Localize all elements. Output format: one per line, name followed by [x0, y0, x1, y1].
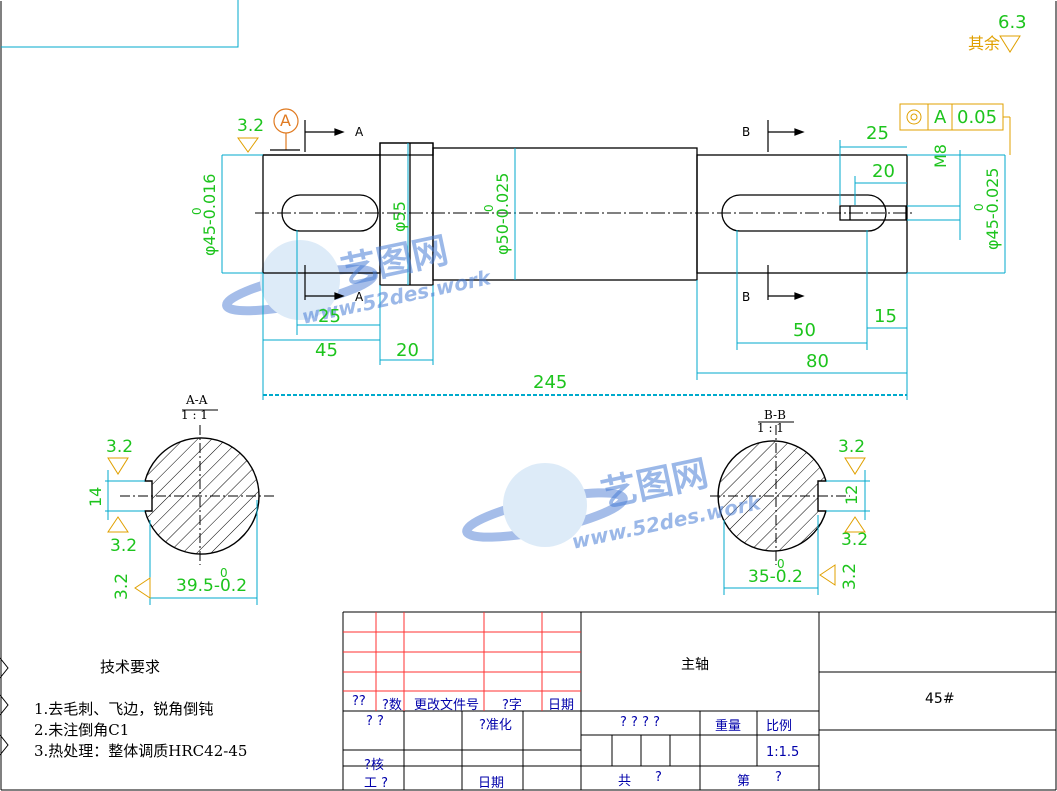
roughness-default-value: 6.3	[998, 12, 1027, 33]
tolerance-frame	[899, 103, 1011, 155]
material: 45#	[925, 691, 955, 707]
design-label: ? ?	[366, 714, 384, 729]
dim-m8: M8	[931, 144, 950, 168]
dim-15: 15	[874, 306, 897, 327]
section-bb-roughness-top: 3.2	[838, 437, 866, 457]
date-label: 日期	[478, 776, 505, 791]
watermark-logo-center	[462, 463, 628, 547]
section-bb-view	[710, 421, 870, 595]
revision-col-label: 更改文件号	[414, 698, 480, 713]
revision-col-label: ?数	[382, 698, 402, 713]
section-bb-roughness-right: 3.2	[840, 562, 860, 590]
stage-label: ? ? ? ?	[620, 715, 660, 730]
revision-col-label: 日期	[548, 698, 575, 713]
cut-label-b-bottom: B	[742, 290, 751, 304]
dim-dia45-right-up: 0	[972, 203, 986, 211]
total-label: 共	[618, 774, 632, 789]
tech-requirement-item: 1.去毛刺、飞边，锐角倒钝	[34, 700, 214, 718]
section-bb-width: 12	[842, 484, 861, 505]
roughness-default-label: 其余	[968, 34, 1001, 53]
dim-dia45-left-up: 0	[190, 207, 204, 215]
cut-label-b-top: B	[742, 125, 751, 139]
section-aa-view	[105, 409, 275, 605]
dim-25-bottom: 25	[318, 306, 341, 327]
dim-dia50-up: 0	[482, 204, 496, 212]
part-name: 主轴	[681, 657, 709, 673]
section-bb-depth-up: 0	[777, 557, 785, 571]
dim-dia55: φ55	[390, 201, 409, 232]
cut-label-a-top: A	[355, 125, 364, 139]
corner-box	[1, 0, 239, 48]
datum-roughness-value: 3.2	[237, 116, 265, 136]
dim-245: 245	[533, 372, 568, 393]
total-value: ?	[655, 770, 662, 785]
section-aa-depth: 39.5-0.2	[176, 576, 248, 596]
section-aa-depth-up: 0	[220, 566, 228, 580]
standard-label: ?准化	[479, 718, 512, 733]
revision-col-label: ??	[352, 694, 366, 709]
section-aa-scale: 1 : 1	[181, 408, 208, 422]
dim-20-bottom: 20	[396, 340, 419, 361]
tolerance-datum: A	[934, 107, 947, 128]
ratio-label: 比例	[766, 719, 793, 734]
tech-requirement-item: 3.热处理：整体调质HRC42-45	[34, 742, 248, 760]
tolerance-value: 0.05	[957, 107, 998, 128]
sheet-label: 第	[737, 774, 751, 789]
cut-label-a-bottom: A	[355, 290, 364, 304]
roughness-mark-default	[999, 35, 1021, 53]
craft-label: 工 ?	[364, 776, 389, 791]
check-label: ?核	[364, 758, 384, 773]
dimension-lines	[221, 140, 1006, 400]
dim-dia50: φ50-0.025	[493, 172, 512, 256]
tech-requirement-item: 2.未注倒角C1	[34, 721, 130, 739]
dim-80: 80	[806, 351, 829, 372]
revision-col-label: ?字	[502, 698, 522, 713]
datum-a-symbol	[270, 108, 300, 151]
roughness-mark-datum	[237, 137, 259, 153]
title-block-lines	[342, 611, 1056, 790]
dim-20-top: 20	[872, 161, 895, 182]
title-block-revision-grid	[343, 612, 581, 711]
datum-letter: A	[280, 111, 291, 130]
section-aa-title: A-A	[186, 393, 208, 407]
sheet-value: ?	[775, 770, 782, 785]
side-marks	[0, 657, 9, 756]
section-aa-roughness-bottom: 3.2	[110, 536, 138, 556]
section-bb-title: B-B	[764, 408, 786, 422]
dim-45: 45	[315, 340, 338, 361]
section-aa-roughness-top: 3.2	[106, 437, 134, 457]
dim-25-top: 25	[866, 123, 889, 144]
tech-requirements-title: 技术要求	[100, 658, 161, 676]
section-bb-roughness-bottom: 3.2	[841, 530, 869, 550]
weight-label: 重量	[715, 719, 742, 734]
section-aa-width: 14	[86, 486, 105, 507]
section-bb-scale: 1 : 1	[757, 421, 784, 435]
section-aa-roughness-left: 3.2	[112, 572, 132, 600]
shaft-outline	[262, 142, 908, 286]
dim-50: 50	[793, 320, 816, 341]
section-bb-depth: 35-0.2	[748, 567, 803, 587]
ratio-value: 1:1.5	[766, 745, 800, 760]
section-cut-marks	[304, 120, 805, 300]
